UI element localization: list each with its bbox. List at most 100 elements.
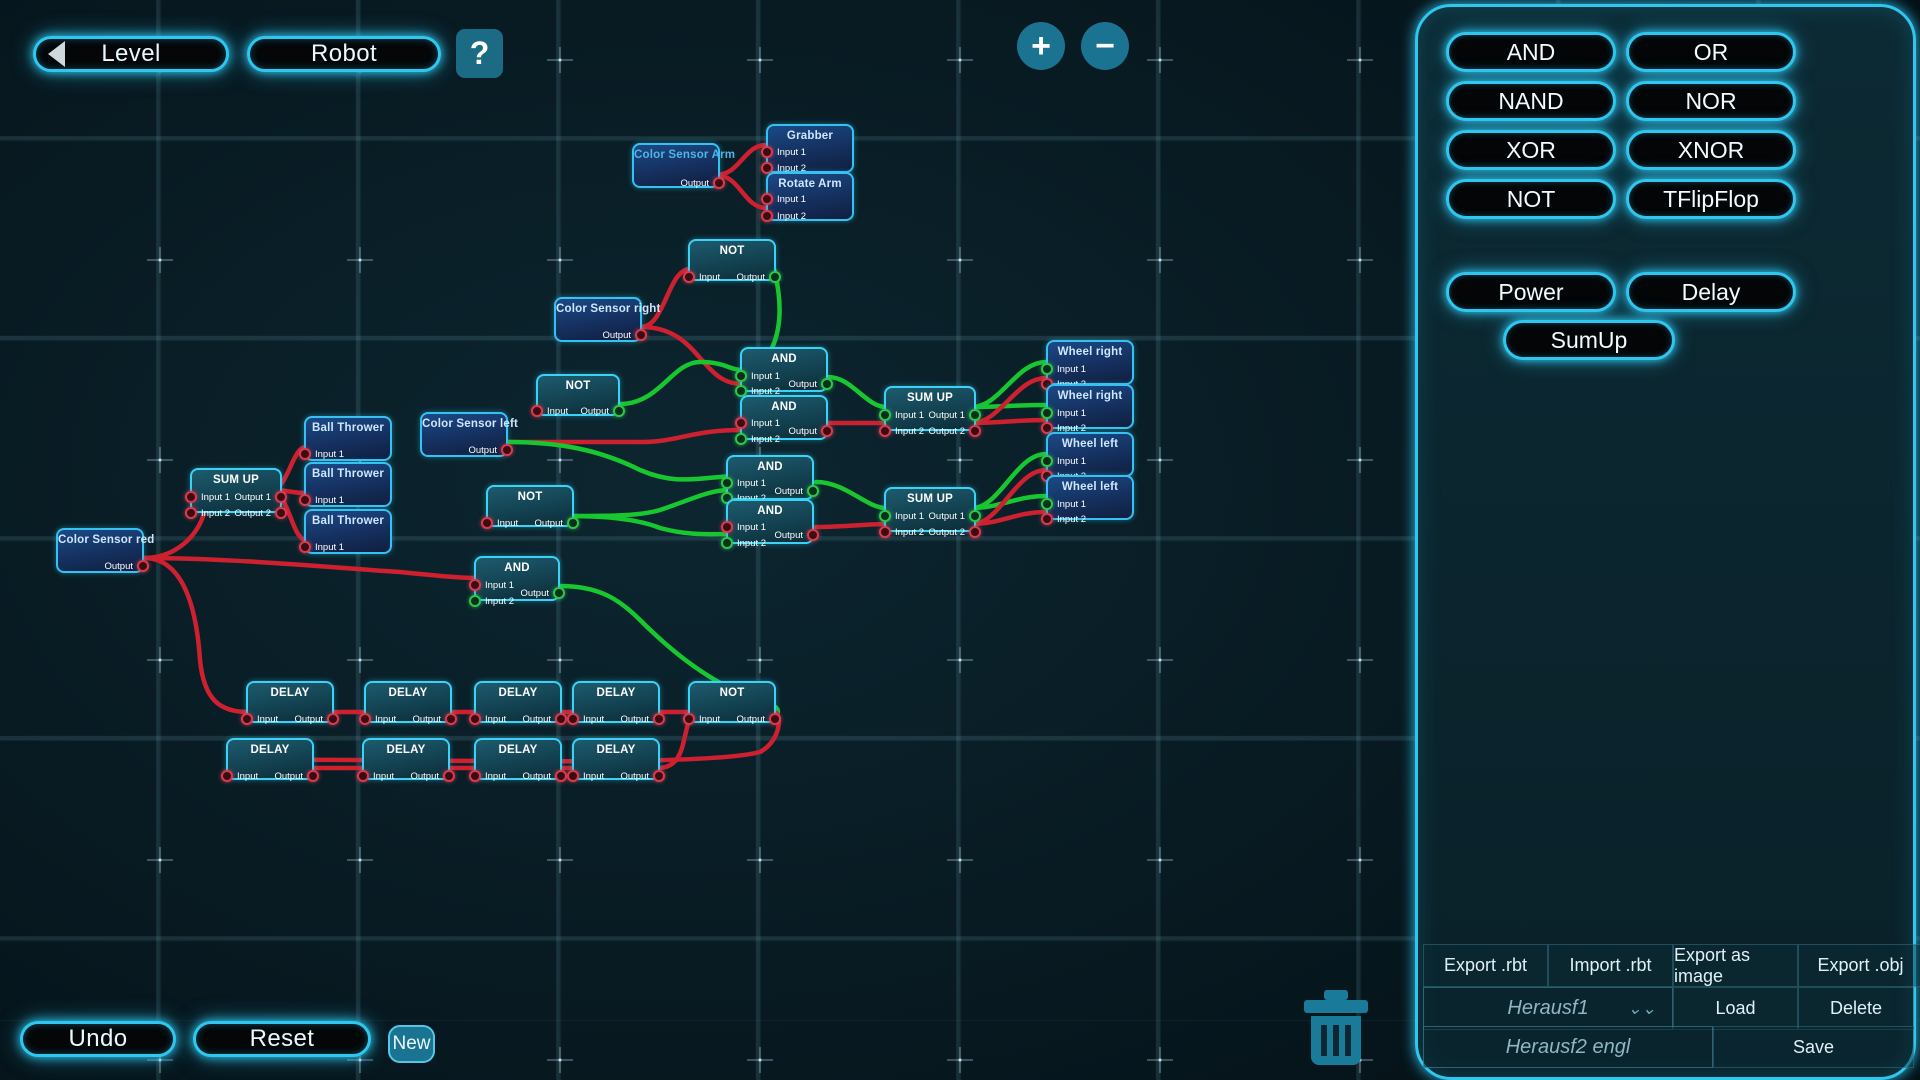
node-output-port[interactable]: Output [620,713,665,725]
robot-button[interactable]: Robot [247,36,441,72]
zoom-out-button[interactable]: − [1081,22,1129,70]
node-output-port[interactable]: Output [774,485,819,497]
port-connector-dot[interactable] [653,713,665,725]
port-connector-dot[interactable] [443,770,455,782]
node-output-port[interactable]: Output [534,517,579,529]
port-connector-dot[interactable] [683,713,695,725]
node-output-port[interactable]: Output 2 [929,526,981,538]
palette-gate-or[interactable]: OR [1626,32,1796,72]
node-output-port[interactable]: Output 1 [235,491,287,503]
file-action-export-obj[interactable]: Export .obj [1798,944,1920,987]
node-output-port[interactable]: Output 1 [929,510,981,522]
port-connector-dot[interactable] [735,385,747,397]
port-connector-dot[interactable] [761,193,773,205]
node-input-port[interactable]: Input [357,770,394,782]
port-connector-dot[interactable] [807,529,819,541]
palette-gate-nand[interactable]: NAND [1446,81,1616,121]
node-input-port[interactable]: Input 1 [1041,363,1086,375]
port-connector-dot[interactable] [531,405,543,417]
new-button[interactable]: New [388,1025,435,1063]
help-button[interactable]: ? [456,29,503,78]
node-input-port[interactable]: Input 2 [761,162,806,174]
node-input-port[interactable]: Input [567,770,604,782]
port-connector-dot[interactable] [769,271,781,283]
palette-component-sumup[interactable]: SumUp [1503,320,1675,360]
port-connector-dot[interactable] [307,770,319,782]
palette-gate-xnor[interactable]: XNOR [1626,130,1796,170]
port-connector-dot[interactable] [761,162,773,174]
port-connector-dot[interactable] [1041,513,1053,525]
node-output-port[interactable]: Output [788,425,833,437]
node-output-port[interactable]: Output [774,529,819,541]
port-connector-dot[interactable] [1041,455,1053,467]
node-input-port[interactable]: Input 1 [299,448,344,460]
port-connector-dot[interactable] [275,507,287,519]
node-input-port[interactable]: Input [531,405,568,417]
node-input-port[interactable]: Input 1 [735,417,780,429]
node-output-port[interactable]: Output 2 [235,507,287,519]
palette-gate-and[interactable]: AND [1446,32,1616,72]
node-input-port[interactable]: Input [481,517,518,529]
port-connector-dot[interactable] [221,770,233,782]
robot-name-input[interactable]: Herausf2 engl [1423,1026,1713,1068]
port-connector-dot[interactable] [969,510,981,522]
node-output-port[interactable]: Output [602,329,647,341]
port-connector-dot[interactable] [137,560,149,572]
node-input-port[interactable]: Input 1 [185,491,230,503]
node-output-port[interactable]: Output [468,444,513,456]
node-input-port[interactable]: Input [469,713,506,725]
port-connector-dot[interactable] [567,770,579,782]
port-connector-dot[interactable] [761,210,773,222]
node-input-port[interactable]: Input 1 [879,409,924,421]
port-connector-dot[interactable] [299,494,311,506]
node-output-port[interactable]: Output [522,770,567,782]
port-connector-dot[interactable] [769,713,781,725]
node-input-port[interactable]: Input 1 [721,477,766,489]
port-connector-dot[interactable] [721,537,733,549]
node-input-port[interactable]: Input 2 [735,433,780,445]
node-input-port[interactable]: Input [221,770,258,782]
port-connector-dot[interactable] [555,770,567,782]
node-input-port[interactable]: Input 1 [761,146,806,158]
node-output-port[interactable]: Output [788,378,833,390]
port-connector-dot[interactable] [481,517,493,529]
palette-gate-xor[interactable]: XOR [1446,130,1616,170]
node-input-port[interactable]: Input 1 [735,370,780,382]
node-input-port[interactable]: Input 1 [721,521,766,533]
port-connector-dot[interactable] [735,433,747,445]
port-connector-dot[interactable] [1041,498,1053,510]
node-output-port[interactable]: Output [522,713,567,725]
node-input-port[interactable]: Input 1 [1041,407,1086,419]
node-input-port[interactable]: Input 2 [1041,422,1086,434]
node-output-port[interactable]: Output 1 [929,409,981,421]
saved-robot-select[interactable]: Herausf1⌄⌄ [1423,987,1673,1030]
palette-gate-not[interactable]: NOT [1446,179,1616,219]
port-connector-dot[interactable] [969,425,981,437]
file-action-export-rbt[interactable]: Export .rbt [1423,944,1548,987]
port-connector-dot[interactable] [241,713,253,725]
reset-button[interactable]: Reset [193,1021,371,1057]
port-connector-dot[interactable] [613,405,625,417]
node-input-port[interactable]: Input 2 [761,210,806,222]
undo-button[interactable]: Undo [20,1021,176,1057]
port-connector-dot[interactable] [469,595,481,607]
node-input-port[interactable]: Input [683,713,720,725]
port-connector-dot[interactable] [469,770,481,782]
node-output-port[interactable]: Output [104,560,149,572]
port-connector-dot[interactable] [721,477,733,489]
